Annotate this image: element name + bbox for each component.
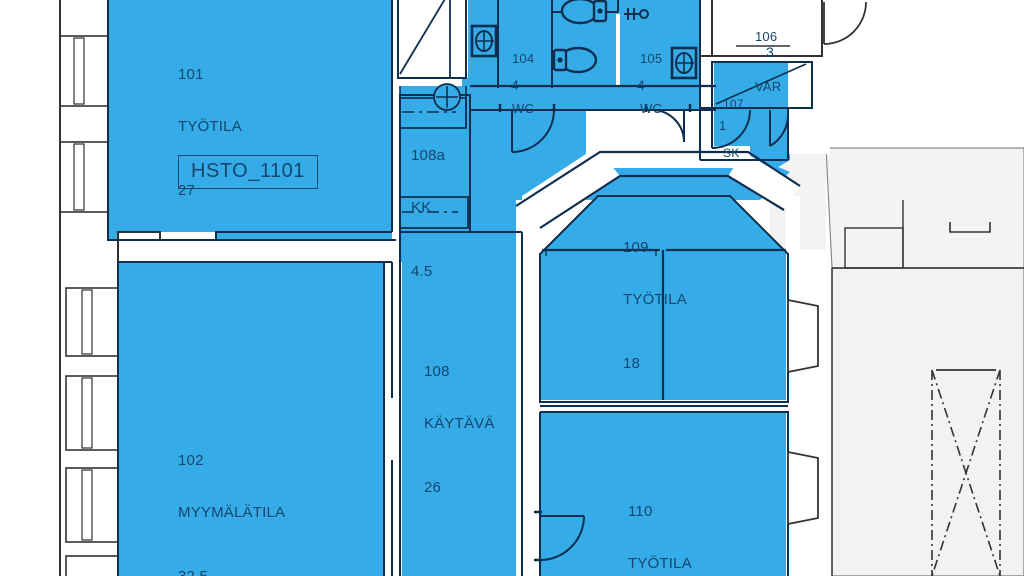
toilet-105-bowl xyxy=(560,0,600,25)
outline-link-south xyxy=(539,174,785,229)
kk-counter-top xyxy=(400,97,467,129)
wall-east-107 xyxy=(788,58,830,154)
door-jambs-104 xyxy=(498,104,556,112)
sk-diagonal xyxy=(715,63,807,105)
space-tag-hsto-1101[interactable]: HSTO_1101 xyxy=(178,155,318,189)
toilet-104 xyxy=(552,46,598,74)
sink-104 xyxy=(470,24,498,58)
toilet-104-flush xyxy=(557,57,563,63)
room-area-107: 1 xyxy=(719,118,727,133)
shaft-diagonal-line xyxy=(399,0,446,75)
window-sash-4 xyxy=(81,377,93,449)
toilet-105-flush xyxy=(597,8,603,14)
room-fill-108-upper xyxy=(400,95,586,232)
valve-ticks xyxy=(627,8,635,20)
outline-106 xyxy=(711,0,823,57)
fixtures xyxy=(470,0,698,80)
room-area-104: 4 xyxy=(511,77,519,93)
door-arc-106 xyxy=(823,1,867,45)
door-jambs-110 xyxy=(534,510,542,562)
door-arc-107 xyxy=(711,109,751,149)
shaft-x-2 xyxy=(931,369,1001,576)
valve-symbol-105 xyxy=(624,8,649,20)
gray-area-details xyxy=(831,200,1024,576)
bay-window-109 xyxy=(787,298,819,374)
exterior-gray-right xyxy=(831,267,1024,576)
sink-105-tap xyxy=(676,54,694,72)
room-fill-lobby2 xyxy=(700,86,790,160)
room-fill-110 xyxy=(540,410,788,576)
doors xyxy=(498,104,790,562)
outline-link-north xyxy=(515,150,801,207)
sink-104-tap xyxy=(476,32,494,50)
exterior-doors xyxy=(823,1,867,45)
toilet-105 xyxy=(560,0,608,25)
room-fill-101 xyxy=(108,0,392,240)
bay-window-110 xyxy=(787,450,819,526)
left-wall-windows xyxy=(59,35,119,576)
window-sash-5 xyxy=(81,469,93,541)
door-arc-105 xyxy=(651,109,685,143)
window-sash-2 xyxy=(73,143,85,211)
outline-109-band-detail xyxy=(545,250,657,256)
corridor-wall-north xyxy=(586,146,750,168)
outline-shaft xyxy=(397,0,467,79)
corridor-wall-west xyxy=(516,200,540,576)
room-fill-108-lower xyxy=(400,232,522,576)
misc-linework xyxy=(399,45,790,110)
east-bay-windows xyxy=(787,298,819,526)
room-area-105: 4 xyxy=(637,77,645,93)
room-outlines xyxy=(107,0,823,576)
wall-102-corridor xyxy=(384,262,402,576)
window-sash-3 xyxy=(81,289,93,355)
gray-detail-notch xyxy=(949,222,991,233)
room-fill-102 xyxy=(118,262,392,576)
shaft-block xyxy=(396,0,468,78)
sink-105 xyxy=(670,46,698,80)
window-niche-6 xyxy=(65,555,119,576)
outline-109 xyxy=(539,195,789,403)
door-arc-104 xyxy=(511,109,555,153)
room-area-106: 3 xyxy=(766,44,774,60)
window-sash-1 xyxy=(73,37,85,105)
dash-dot-shaft xyxy=(931,369,1001,576)
door-arc-lobby xyxy=(769,113,790,147)
door-jambs-105 xyxy=(644,104,692,112)
door-arc-110 xyxy=(539,515,585,561)
exterior-gray-upper-right xyxy=(825,147,1024,269)
outline-102 xyxy=(117,261,393,576)
wall-101-102 xyxy=(108,240,396,262)
kitchen-sink-cross xyxy=(436,86,458,108)
wall-105-east xyxy=(700,0,714,162)
corridor-wall-diagonal-west xyxy=(516,152,620,228)
kk-counter-bottom xyxy=(400,196,469,229)
room-fill-104b xyxy=(500,0,552,88)
valve-knob xyxy=(639,9,649,19)
